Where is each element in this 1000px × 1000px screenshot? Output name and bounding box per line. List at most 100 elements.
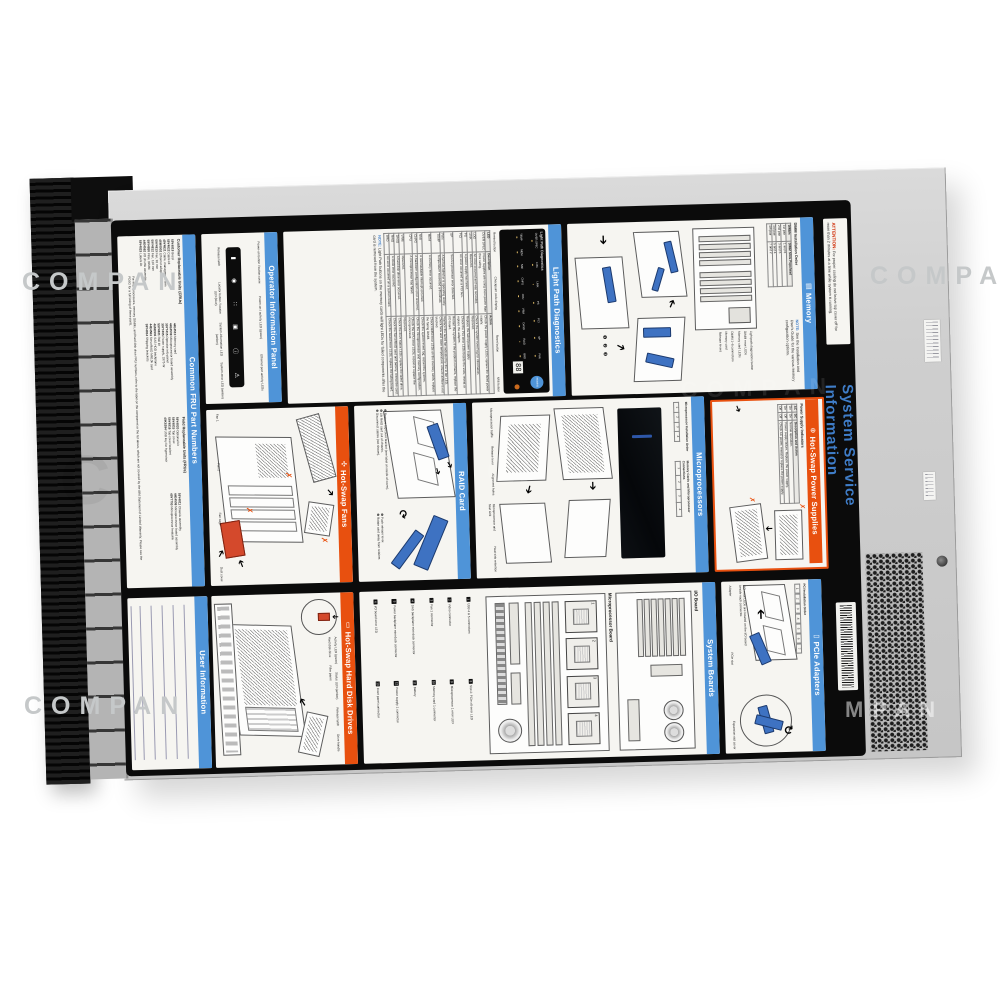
note-label: NOTE: — [794, 319, 800, 332]
install-order-title: Microprocessor Installation Order — [684, 401, 690, 452]
hdd-callouts: Activity LED (green)Status LED (amber)Re… — [327, 636, 341, 752]
panel-title: RAID Card — [456, 470, 467, 511]
barcode-sticker — [835, 602, 859, 691]
direction-arrow: ➔ — [521, 483, 536, 496]
operator-panel-icon: ⚠ — [233, 372, 240, 379]
side-sticker — [923, 319, 942, 362]
panel-title: System Boards — [705, 639, 717, 698]
panel-light-path: Light Path Diagnostics Light Path Diagno… — [283, 224, 566, 404]
rotate-arrow: ↻ — [781, 724, 796, 736]
panel-microprocessors: Microprocessors Microprocessor Installat… — [471, 396, 709, 579]
panel-raid-card: RAID Card ➔ ➔ ❶ Remove top cover bracket… — [354, 402, 471, 582]
panel-title: PCIe Adapters — [811, 641, 823, 696]
x-mark: ✗ — [319, 536, 329, 544]
heatsink-diagram — [553, 406, 613, 481]
display-title: Light Path Diagnostics — [539, 231, 545, 271]
side-sticker — [923, 471, 936, 501]
x-mark: ✗ — [797, 503, 806, 510]
user-info-ruled-area — [127, 596, 199, 770]
raid-steps: ❶ Remove top cover bracket (see label on… — [375, 409, 390, 491]
psu-diagram — [729, 503, 769, 563]
io-board-label: I/O Board — [693, 590, 699, 612]
panel-system-boards: System Boards I/O Board — [359, 581, 720, 764]
power-icon: ⊕ — [808, 427, 816, 434]
mp-board-label: Microprocessor Board — [607, 592, 614, 642]
direction-arrow: ➔ — [765, 523, 774, 534]
watermark-text-partial: PAN — [459, 899, 535, 928]
panel-title: Hot-Swap Power Supplies — [808, 436, 820, 535]
hdd-icon: ▭ — [344, 621, 352, 629]
panel-user-info: User Information — [127, 596, 213, 771]
fru-title: Field Replaceable Units (FRUs) — [181, 416, 187, 473]
socket-diagram — [564, 498, 611, 559]
baffle-diagram — [499, 502, 553, 564]
sticker-lines — [925, 321, 939, 360]
operator-panel-icon: ▣ — [231, 324, 238, 330]
led-inset-circle: ➔ — [300, 598, 339, 636]
note-label: NOTE: — [377, 235, 382, 248]
panel-hot-swap-hdd: ▭Hot-Swap Hard Disk Drives ➔ ➔ Activity … — [211, 592, 359, 768]
panel-title: Light Path Diagnostics — [551, 266, 563, 354]
operator-panel-graphic: ▮◉∷▣ⓘ⚠ — [225, 247, 245, 388]
small-fan-diagram — [303, 501, 335, 537]
panel-hot-swap-fans: ✣Hot-Swap Fans ✗ ➔ ✗ ✗ — [206, 406, 353, 587]
operator-panel-icon: ⓘ — [231, 348, 238, 355]
direction-arrow: ➔ — [752, 608, 769, 620]
direction-arrow: ➔ — [323, 486, 337, 500]
x-mark: ✗ — [747, 496, 755, 503]
processor-diagram — [496, 414, 551, 482]
panel-title: Memory — [804, 292, 814, 324]
barcode — [839, 605, 855, 688]
cru-title: Customer Replaceable Units (CRUs) — [176, 238, 183, 305]
pcie-icon: ▯ — [812, 634, 820, 639]
panel-header: Light Path Diagnostics — [548, 224, 566, 397]
fan-bracket-diagram — [295, 412, 337, 484]
raid-card-photo — [617, 407, 666, 559]
attention-strip: ATTENTION: For proper cooling do not lea… — [822, 218, 851, 345]
direction-arrow: ➔ — [732, 403, 745, 415]
dimm-icon: ▤ — [804, 283, 812, 291]
panel-title: Common FRU Part Numbers — [187, 356, 200, 465]
server-top-view: COMPAN PAN Ci Common FRU Part Numbers Cu… — [27, 159, 966, 927]
psu-diagram — [774, 509, 804, 561]
panel-hot-swap-psu: ⊕ Hot-Swap Power Supplies Power Supply In… — [709, 396, 829, 572]
panel-title: User Information — [197, 650, 209, 715]
operator-panel-icon: ◉ — [230, 278, 237, 284]
x-mark: ✗ — [244, 506, 254, 514]
psu-table-title: Power Supply Indicators — [799, 403, 805, 448]
dimm-table-title: DIMM Installation Order — [793, 222, 799, 266]
direction-arrow: ➔ — [596, 234, 611, 246]
pci-order-title: PCI Installation Order — [802, 583, 808, 616]
direction-arrow: ➔ — [664, 297, 680, 311]
connections-title: Memory Cards and Microprocessor Connecti… — [681, 460, 692, 513]
service-label: COMPAN PAN Ci Common FRU Part Numbers Cu… — [110, 199, 866, 927]
honeycomb-vent — [865, 552, 928, 752]
latch-inset-circle: ↻ — [739, 693, 796, 748]
remind-button: REMIND — [530, 375, 544, 390]
panel-operator-info: Operator Information Panel Power-on butt… — [201, 232, 282, 405]
direction-arrow: ➔ — [235, 557, 249, 570]
